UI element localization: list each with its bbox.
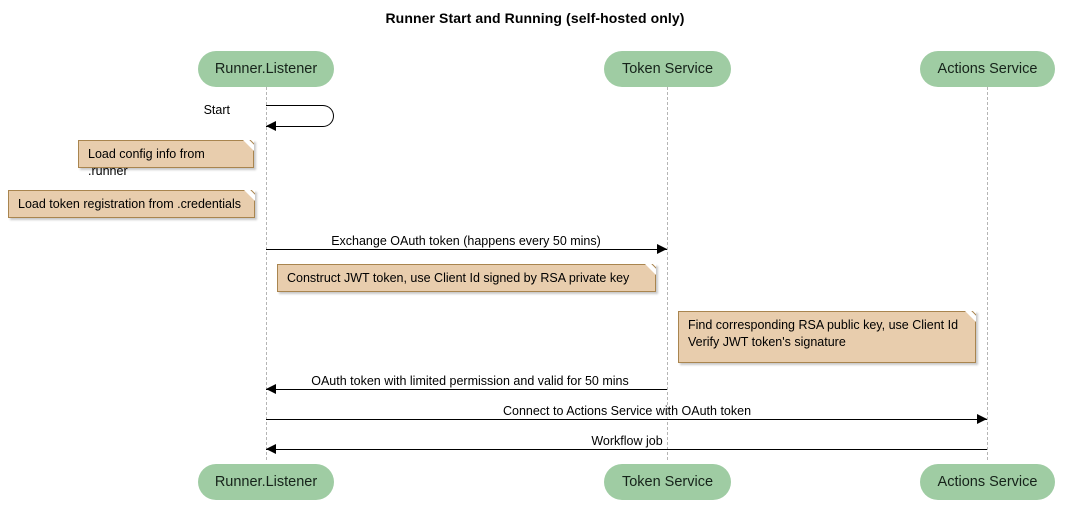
message-oauth-token-response-arrowhead	[266, 384, 276, 394]
actor-head-token-service-label: Token Service	[621, 61, 714, 77]
actor-head-runner-listener-label: Runner.Listener	[214, 61, 318, 77]
lifeline-actions-service	[987, 87, 988, 460]
message-exchange-oauth-token-arrowhead	[657, 244, 667, 254]
actor-foot-token-service-label: Token Service	[621, 474, 714, 490]
actor-foot-runner-listener-label: Runner.Listener	[214, 474, 318, 490]
message-workflow-job-arrowhead	[266, 444, 276, 454]
page-title: Runner Start and Running (self-hosted on…	[385, 10, 685, 26]
actor-head-token-service[interactable]: Token Service	[604, 51, 731, 87]
actor-head-actions-service[interactable]: Actions Service	[920, 51, 1055, 87]
note-load-config-info: Load config info from .runner	[78, 140, 254, 178]
actor-foot-actions-service[interactable]: Actions Service	[920, 464, 1055, 500]
message-workflow-job-line	[266, 449, 987, 450]
actor-foot-runner-listener[interactable]: Runner.Listener	[198, 464, 334, 500]
note-load-token-registration-text: Load token registration from .credential…	[18, 197, 242, 211]
message-exchange-oauth-token-label: Exchange OAuth token (happens every 50 m…	[331, 234, 601, 248]
note-construct-jwt-token-text: Construct JWT token, use Client Id signe…	[287, 271, 630, 285]
message-exchange-oauth-token-line	[266, 249, 667, 250]
actor-head-runner-listener[interactable]: Runner.Listener	[198, 51, 334, 87]
message-oauth-token-response-label: OAuth token with limited permission and …	[311, 374, 629, 388]
message-connect-actions-service-line	[266, 419, 987, 420]
note-verify-jwt-signature: Find corresponding RSA public key, use C…	[678, 311, 976, 363]
note-construct-jwt-token: Construct JWT token, use Client Id signe…	[277, 264, 656, 292]
message-connect-actions-service-arrowhead	[977, 414, 987, 424]
self-message-start-label: Start	[203, 103, 230, 117]
note-load-config-info-text: Load config info from .runner	[88, 147, 205, 178]
message-connect-actions-service-label: Connect to Actions Service with OAuth to…	[502, 404, 752, 418]
note-verify-jwt-signature-text: Find corresponding RSA public key, use C…	[688, 318, 959, 349]
lifeline-token-service	[667, 87, 668, 460]
message-workflow-job-label: Workflow job	[591, 434, 663, 448]
actor-foot-actions-service-label: Actions Service	[937, 474, 1038, 490]
actor-foot-token-service[interactable]: Token Service	[604, 464, 731, 500]
self-message-start-arrowhead	[266, 121, 276, 131]
self-message-start-loop	[266, 105, 334, 127]
lifeline-runner-listener	[266, 87, 267, 460]
message-oauth-token-response-line	[266, 389, 667, 390]
actor-head-actions-service-label: Actions Service	[937, 61, 1038, 77]
note-load-token-registration: Load token registration from .credential…	[8, 190, 255, 218]
